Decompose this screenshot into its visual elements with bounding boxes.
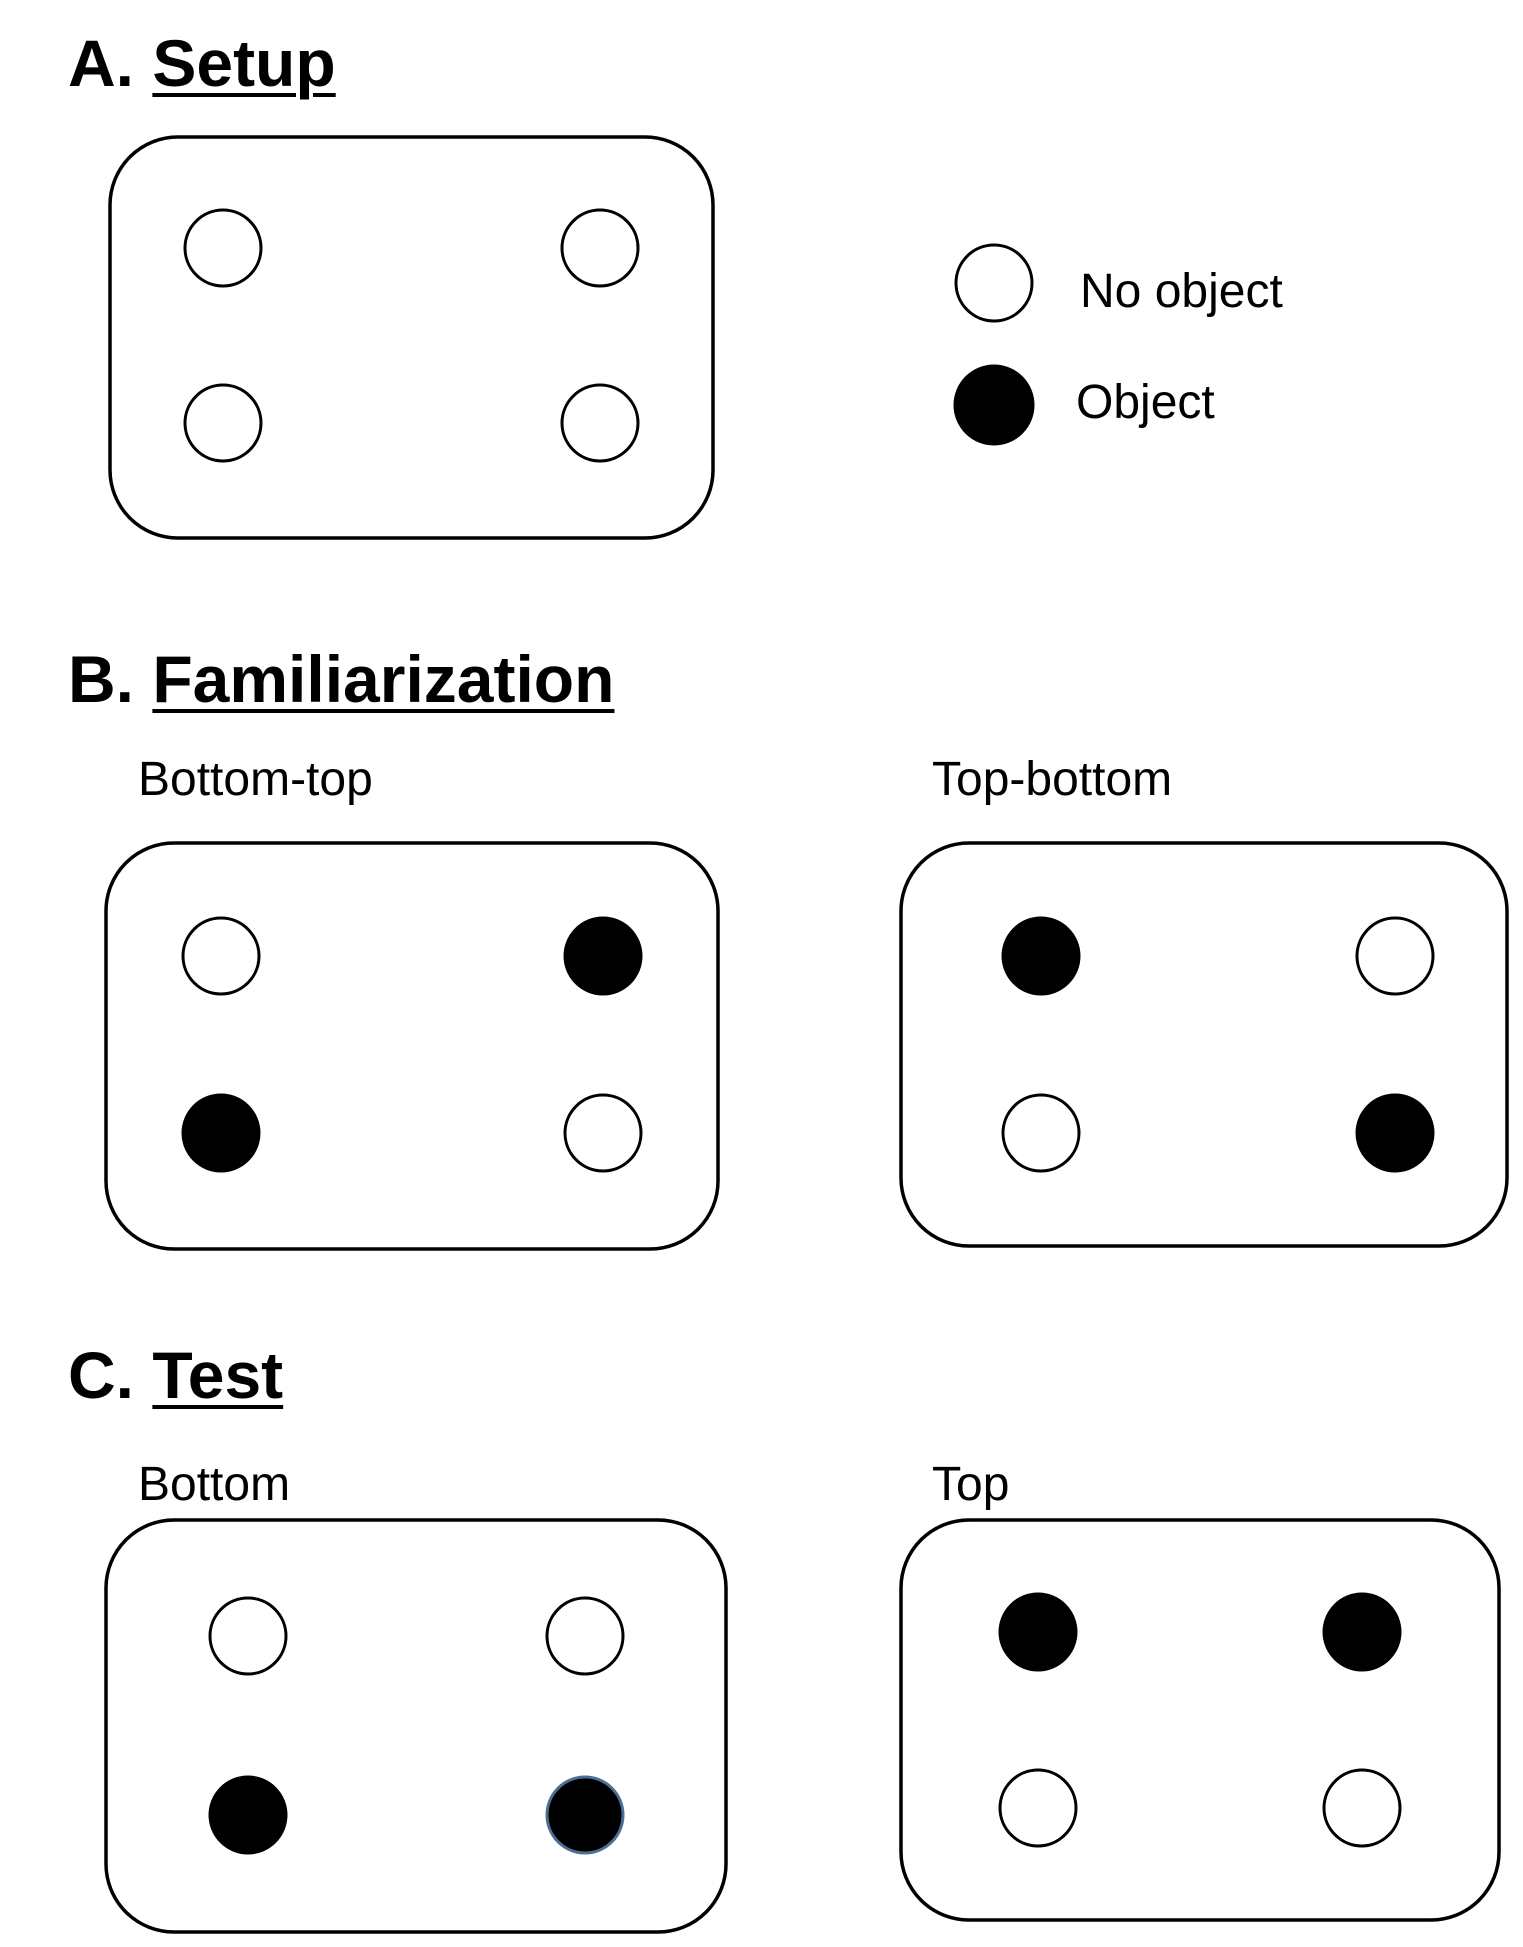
bottom-top-slot-bottom-left [181, 1093, 261, 1173]
test-bottom-slot-bottom-right [545, 1775, 625, 1855]
setup-letter: A. [68, 26, 134, 100]
test-bottom-slot-top-left [208, 1596, 288, 1676]
top-bottom-slot-bottom-left [1001, 1093, 1081, 1173]
setup-title: Setup [152, 26, 336, 100]
familiarization-letter: B. [68, 642, 134, 716]
top-bottom-slot-top-left [1001, 916, 1081, 996]
setup-panel-frame [108, 135, 715, 540]
test-top-panel-frame [899, 1518, 1501, 1922]
setup-slot-top-right [560, 208, 640, 288]
test-bottom-panel-frame [104, 1518, 728, 1934]
top-bottom-slot-top-right [1355, 916, 1435, 996]
panel-label-bottom: Bottom [138, 1458, 291, 1511]
familiarization-top-bottom-panel [899, 841, 1509, 1248]
familiarization-bottom-top-panel [104, 841, 720, 1251]
bottom-top-panel-frame [104, 841, 720, 1251]
legend-label-no-object: No object [1080, 265, 1283, 318]
setup-slot-top-left [183, 208, 263, 288]
legend-object-symbol [953, 364, 1035, 446]
test-letter: C. [68, 1338, 134, 1412]
setup-slot-bottom-right [560, 383, 640, 463]
top-bottom-slot-bottom-right [1355, 1093, 1435, 1173]
familiarization-heading: B. Familiarization [68, 646, 614, 712]
test-top-slot-top-right [1322, 1592, 1402, 1672]
test-title: Test [152, 1338, 284, 1412]
top-bottom-panel-frame [899, 841, 1509, 1248]
panel-label-bottom-top: Bottom-top [138, 753, 373, 806]
bottom-top-slot-top-left [181, 916, 261, 996]
test-top-slot-bottom-right [1322, 1768, 1402, 1848]
test-heading: C. Test [68, 1342, 283, 1408]
test-top-panel [899, 1518, 1501, 1922]
test-top-slot-bottom-left [998, 1768, 1078, 1848]
setup-heading: A. Setup [68, 30, 336, 96]
familiarization-title: Familiarization [152, 642, 615, 716]
setup-panel [108, 135, 715, 540]
test-top-slot-top-left [998, 1592, 1078, 1672]
legend-no-object-symbol [954, 243, 1034, 323]
bottom-top-slot-bottom-right [563, 1093, 643, 1173]
bottom-top-slot-top-right [563, 916, 643, 996]
panel-label-top-bottom: Top-bottom [932, 753, 1173, 806]
panel-label-top: Top [932, 1458, 1010, 1511]
legend-label-object: Object [1076, 376, 1215, 429]
test-bottom-slot-top-right [545, 1596, 625, 1676]
test-bottom-panel [104, 1518, 728, 1934]
test-bottom-slot-bottom-left [208, 1775, 288, 1855]
legend [953, 243, 1035, 446]
setup-slot-bottom-left [183, 383, 263, 463]
